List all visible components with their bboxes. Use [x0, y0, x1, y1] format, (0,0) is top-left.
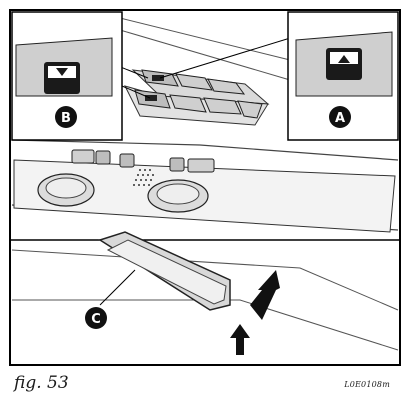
marker-b: B	[55, 106, 77, 128]
marker-c: C	[85, 307, 107, 329]
marker-b-label: B	[61, 111, 71, 126]
roof-lamp-panel	[13, 149, 396, 233]
roof-button-up-icon	[338, 55, 350, 63]
roof-console-scene	[11, 17, 399, 233]
figure-code: L0E0108m	[344, 380, 390, 389]
marker-c-label: C	[91, 312, 101, 327]
roof-button-down-icon	[56, 68, 68, 76]
arrow-up-icon	[230, 270, 280, 355]
sunroof-handle-scene	[10, 231, 400, 355]
marker-a: A	[329, 106, 351, 128]
figure-caption: fig. 53	[14, 373, 69, 393]
marker-a-label: A	[335, 111, 345, 126]
